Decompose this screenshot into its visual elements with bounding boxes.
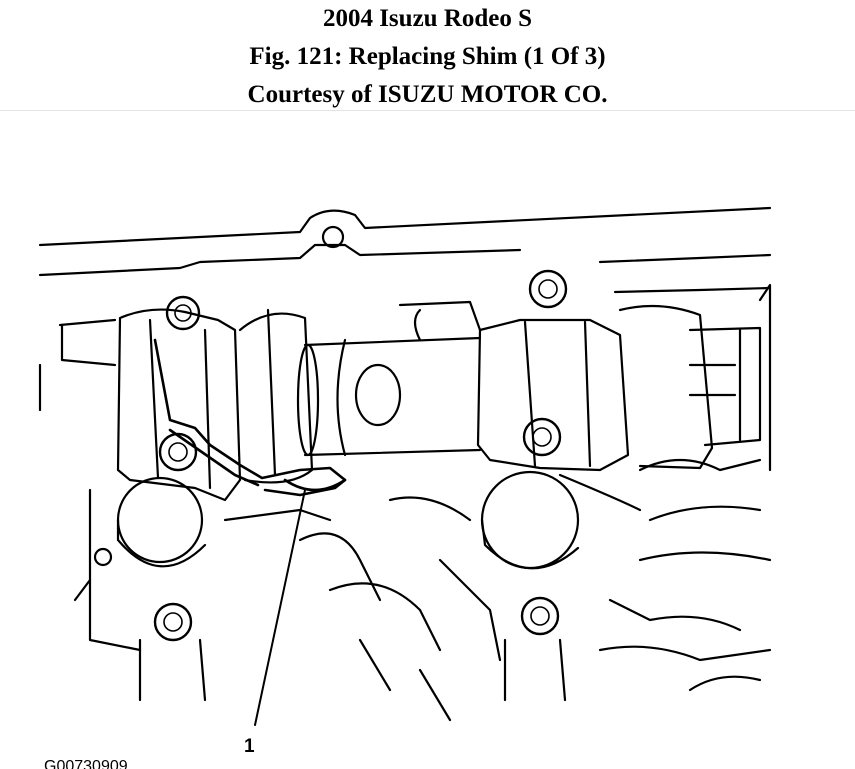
cap-bolts <box>153 269 568 642</box>
vehicle-title: 2004 Isuzu Rodeo S <box>322 5 533 32</box>
header-divider <box>0 110 855 111</box>
shim-replacement-illustration <box>0 112 855 769</box>
right-bearing-cap <box>476 283 772 472</box>
figure-code: G00730909 <box>44 759 128 769</box>
valve-lifters <box>116 470 642 570</box>
callout-leader-line <box>254 489 306 726</box>
shim-tool <box>153 338 347 497</box>
cylinder-head-outline <box>38 206 772 412</box>
engine-line-drawing <box>38 206 772 726</box>
lower-head-details <box>73 458 772 722</box>
courtesy-line: Courtesy of ISUZU MOTOR CO. <box>247 81 608 108</box>
callout-label: 1 <box>244 736 255 757</box>
document-header: 2004 Isuzu Rodeo S Fig. 121: Replacing S… <box>0 0 855 110</box>
figure-caption: Fig. 121: Replacing Shim (1 Of 3) <box>249 43 606 70</box>
left-bearing-cap <box>116 308 314 502</box>
camshaft <box>296 300 482 457</box>
